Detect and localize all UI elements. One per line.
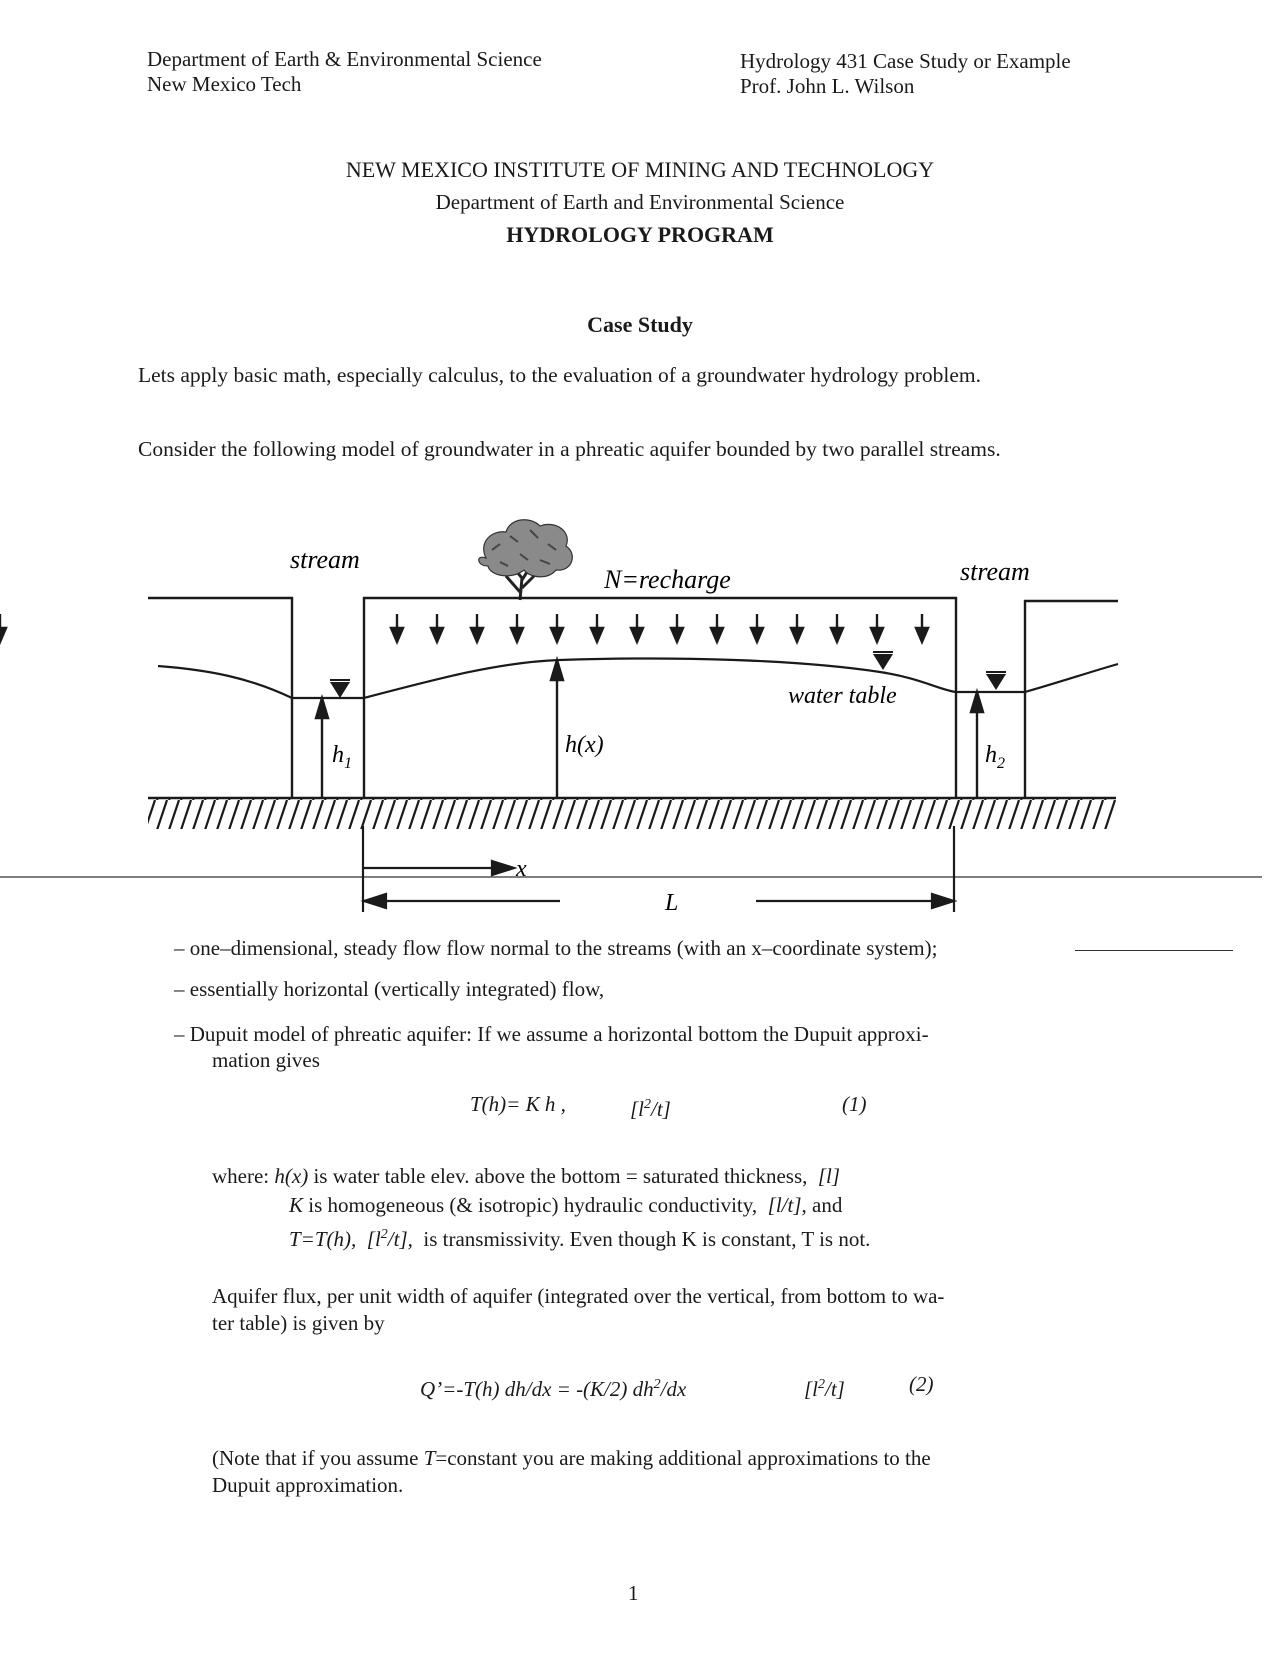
eq2-number: (2) [909, 1372, 934, 1396]
header-right: Hydrology 431 Case Study or Example Prof… [740, 49, 1071, 99]
case-study-heading: Case Study [587, 312, 693, 337]
x-axis-label: x [515, 856, 527, 882]
eq2-units: [l2/t] [804, 1377, 845, 1401]
header-course: Hydrology 431 Case Study or Example [740, 49, 1071, 73]
institution-title: NEW MEXICO INSTITUTE OF MINING AND TECHN… [345, 157, 935, 182]
consider-paragraph: Consider the following model of groundwa… [138, 437, 1001, 461]
intro-paragraph: Lets apply basic math, especially calcul… [138, 363, 982, 387]
note-line-2: Dupuit approximation. [212, 1473, 404, 1497]
h1-label: h1 [332, 742, 352, 772]
eq2-expression: Q’=-T(h) dh/dx = -(K/2) dh2/dx [420, 1377, 687, 1401]
stream-right-label: stream [960, 557, 1030, 586]
eq1-lhs: T(h)= K h , [470, 1092, 566, 1116]
header-department: Department of Earth & Environmental Scie… [147, 47, 542, 71]
header-professor: Prof. John L. Wilson [740, 74, 915, 98]
stream-left-label: stream [290, 545, 360, 574]
header-school: New Mexico Tech [147, 72, 302, 96]
bullet-horizontal-flow: – essentially horizontal (vertically int… [174, 977, 605, 1001]
where-line-3: T=T(h), [l2/t], is transmissivity. Even … [289, 1227, 871, 1251]
recharge-label: N=recharge [603, 565, 731, 594]
note-line-1: (Note that if you assume T=constant you … [212, 1446, 931, 1470]
header-left: Department of Earth & Environmental Scie… [147, 47, 542, 97]
program-title: HYDROLOGY PROGRAM [506, 222, 774, 247]
h2-label: h2 [985, 742, 1005, 772]
page-number: 1 [628, 1581, 639, 1605]
L-label: L [664, 890, 678, 916]
recharge-arrows [0, 612, 930, 646]
water-table-curve [157, 657, 1119, 700]
head-arrows [314, 655, 985, 798]
bullet-dupuit: – Dupuit model of phreatic aquifer: If w… [174, 1022, 929, 1046]
length-dimension [360, 826, 958, 912]
aquifer-diagram: stream stream N=recharge water table h1 … [0, 519, 1262, 916]
department-title: Department of Earth and Environmental Sc… [435, 190, 845, 214]
flux-line-1: Aquifer flux, per unit width of aquifer … [212, 1284, 945, 1308]
bullet-dupuit-cont: mation gives [212, 1048, 320, 1072]
bullet-rule [1075, 950, 1233, 951]
hx-label: h(x) [565, 732, 604, 758]
aquifer-base-hatch [148, 799, 1116, 829]
eq1-units: [l2/t] [630, 1097, 671, 1121]
tree-icon [478, 519, 573, 601]
water-table-markers [330, 651, 1006, 698]
bullet-1d-flow: – one–dimensional, steady flow flow norm… [174, 936, 938, 960]
flux-line-2: ter table) is given by [212, 1311, 385, 1335]
eq1-number: (1) [842, 1092, 867, 1116]
where-line-1: where: h(x) is water table elev. above t… [212, 1164, 841, 1188]
where-line-2: K is homogeneous (& isotropic) hydraulic… [289, 1193, 843, 1217]
water-table-label: water table [788, 683, 897, 709]
